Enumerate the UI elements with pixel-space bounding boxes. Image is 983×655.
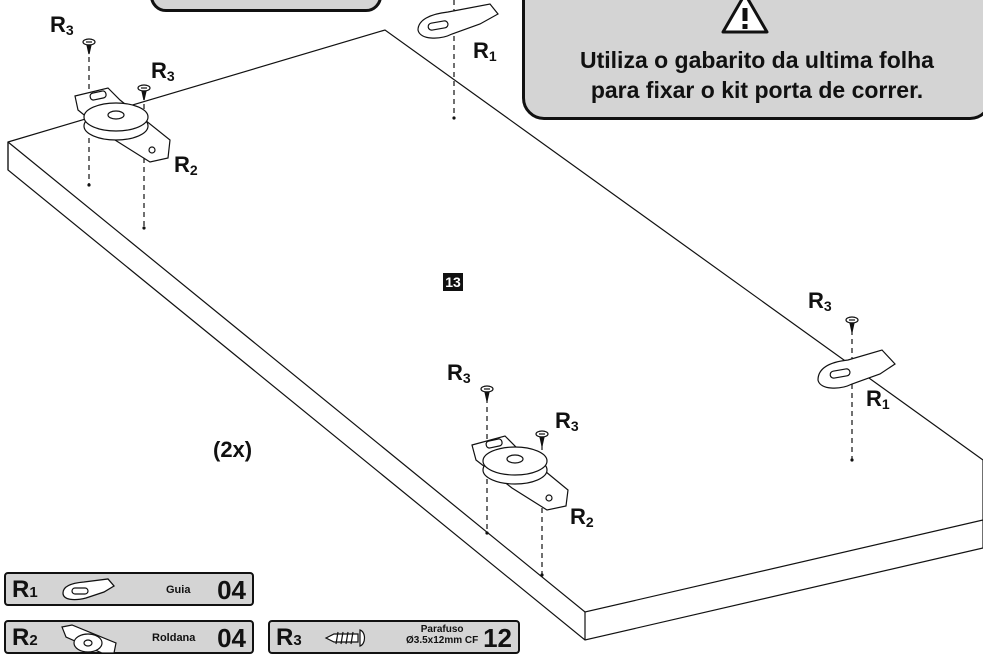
part-r1: R1 Guia 04: [4, 572, 254, 606]
part-r3: R3 Parafuso Ø3.5x12mm CF 12: [268, 620, 520, 654]
quantity-label: (2x): [213, 437, 253, 462]
roller-icon: [61, 624, 117, 654]
svg-text:R3: R3: [555, 408, 579, 434]
svg-text:R3: R3: [808, 288, 832, 314]
screw-icon: [324, 629, 366, 647]
part-code: R3: [276, 624, 302, 651]
svg-text:R3: R3: [447, 360, 471, 386]
callout-labels: R3 R3 R2 R1 R3 R1 R3 R3 R2: [50, 12, 890, 530]
roller-assembly-top: [74, 87, 171, 163]
svg-text:R3: R3: [151, 58, 175, 84]
guide-top: [417, 3, 499, 39]
svg-text:R1: R1: [866, 386, 890, 412]
screw-group: [82, 38, 859, 447]
part-name: Parafuso Ø3.5x12mm CF: [406, 624, 479, 646]
svg-text:R2: R2: [570, 504, 594, 530]
step-number: 13: [443, 273, 463, 291]
note-text: Utiliza o gabarito da ultima folha para …: [525, 45, 983, 105]
svg-text:R2: R2: [174, 152, 198, 178]
part-count: 04: [217, 623, 246, 653]
part-name: Guia: [166, 584, 191, 596]
part-name: Roldana: [152, 632, 196, 644]
part-count: 04: [217, 575, 246, 605]
svg-text:R1: R1: [473, 38, 497, 64]
note-line-2: para fixar o kit porta de correr.: [590, 77, 924, 103]
svg-text:R3: R3: [50, 12, 74, 38]
part-spec: Ø3.5x12mm CF: [406, 635, 479, 646]
part-code: R1: [12, 576, 38, 603]
warning-icon: [721, 0, 769, 34]
drill-points: [87, 116, 854, 577]
part-count: 12: [483, 623, 512, 653]
part-r2: R2 Roldana 04: [4, 620, 254, 654]
door-panel: [7, 29, 983, 641]
top-cropped-box: [150, 0, 382, 12]
note-line-1: Utiliza o gabarito da ultima folha: [580, 47, 934, 73]
roller-assembly-bottom: [471, 435, 569, 511]
guide-icon: [62, 578, 115, 601]
part-code: R2: [12, 624, 38, 651]
guide-right: [817, 349, 896, 389]
